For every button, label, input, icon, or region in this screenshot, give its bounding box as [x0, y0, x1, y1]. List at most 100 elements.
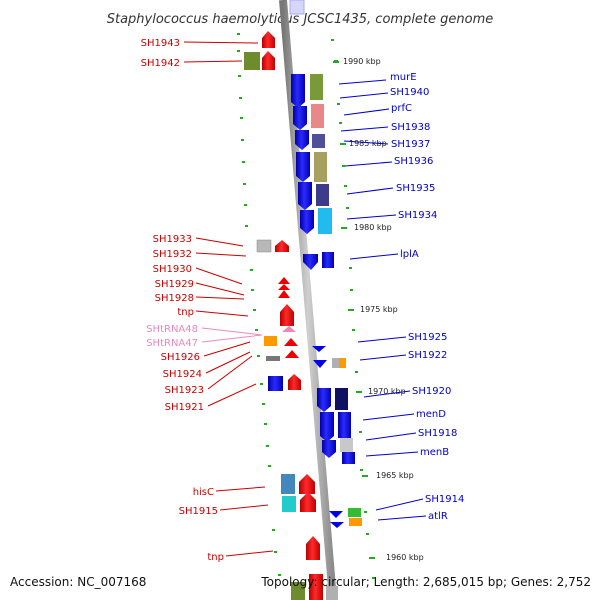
gene-feature-sh1926 — [264, 336, 277, 346]
gene-label: SH1943 — [141, 38, 180, 49]
gene-feature-sh1924-b — [285, 350, 299, 358]
gene-label: SH1923 — [165, 385, 204, 396]
tick-marks — [237, 33, 375, 579]
gene-feature-tnp-lower — [306, 536, 320, 560]
gene-feature-atlR — [349, 518, 362, 526]
gene-feature-sh1940 — [293, 106, 307, 130]
gene-feature-atlR-green — [348, 508, 361, 517]
gene-feature-sh1924-a — [284, 338, 298, 346]
gene-feature-menD-alt — [338, 412, 351, 438]
gene-feature-sh1937 — [312, 134, 325, 148]
gene-feature-tnp — [280, 304, 294, 326]
gene-label: SH1934 — [398, 210, 437, 221]
gene-feature-sh1914 — [329, 511, 343, 518]
gene-feature-trna — [282, 326, 296, 332]
gene-label: menD — [416, 409, 446, 420]
gene-feature-sh1930 — [278, 277, 290, 284]
gene-label: SH1932 — [153, 249, 192, 260]
gene-label: tnp — [207, 552, 224, 563]
gene-label: SH1918 — [418, 428, 457, 439]
gene-feature-sh1932 — [275, 240, 289, 252]
left-gene-labels: SH1943 SH1942 SH1933 SH1932 SH1930 SH192… — [141, 38, 224, 563]
gene-features — [244, 0, 362, 600]
gene-feature-sh1922-orange — [339, 358, 346, 368]
gene-label: lplA — [400, 249, 419, 260]
gene-feature-sh1934 — [300, 210, 314, 234]
gene-feature-sh1935 — [298, 182, 312, 210]
gene-label: tnp — [177, 307, 194, 318]
gene-label: SH1928 — [155, 293, 194, 304]
gene-feature-faded — [289, 0, 305, 15]
gene-label: SH1942 — [141, 58, 180, 69]
gene-feature-sh1921 — [268, 376, 283, 391]
kbp-label: 1975 kbp — [360, 305, 398, 314]
gene-label: SH1935 — [396, 183, 435, 194]
gene-feature-bottom-red — [309, 574, 323, 600]
gene-feature-sh1928 — [278, 290, 290, 298]
gene-feature-sh1936-alt — [314, 152, 327, 182]
gene-label: SH1925 — [408, 332, 447, 343]
gene-feature-sh1935-alt — [316, 184, 329, 206]
gene-label: SH1926 — [161, 352, 200, 363]
gene-label: SH1921 — [165, 402, 204, 413]
gene-label: SH1914 — [425, 494, 464, 505]
gene-label: SH1920 — [412, 386, 451, 397]
gene-feature-lplA — [303, 254, 318, 270]
gene-feature-menD — [320, 412, 334, 442]
kbp-label: 1990 kbp — [343, 57, 381, 66]
gene-feature-sh1933 — [256, 239, 272, 253]
gene-feature-sh1922-grey — [332, 358, 339, 368]
gene-label: SH1936 — [394, 156, 433, 167]
gene-label: SHtRNA48 — [146, 324, 198, 335]
gene-feature-lplA-alt — [322, 252, 334, 268]
gene-feature-sh1920 — [317, 388, 331, 412]
kbp-label: 1980 kbp — [354, 223, 392, 232]
gene-feature-sh1921-cds — [288, 374, 301, 390]
gene-feature-sh1915-cds — [300, 492, 316, 512]
topology-text: Topology: circular; Length: 2,685,015 bp… — [260, 575, 591, 589]
gene-label: SH1915 — [179, 506, 218, 517]
gene-label: prfC — [391, 103, 412, 114]
gene-feature-hisC — [281, 474, 295, 494]
gene-feature-murE — [291, 74, 305, 96]
gene-feature-sh1938 — [295, 130, 309, 150]
accession-text: Accession: NC_007168 — [10, 575, 146, 589]
kbp-label: 1960 kbp — [386, 553, 424, 562]
gene-label: SH1922 — [408, 350, 447, 361]
leader-lines — [183, 41, 427, 557]
gene-feature-bottom-grey — [326, 586, 338, 600]
gene-feature-sh1942 — [244, 52, 260, 70]
gene-feature-sh1918-alt — [340, 438, 353, 452]
gene-feature-hisC-cds — [299, 474, 315, 494]
gene-feature-sh1942-cds — [262, 51, 275, 70]
gene-feature-sh1936 — [296, 152, 310, 182]
gene-feature-menB — [342, 452, 355, 464]
gene-feature-murE-tip — [291, 96, 305, 108]
kbp-label: 1985 kbp — [349, 139, 387, 148]
gene-label: atlR — [428, 511, 448, 522]
gene-label: SH1937 — [391, 139, 430, 150]
gene-label: murE — [390, 72, 417, 83]
kbp-scale: 1990 kbp 1985 kbp 1980 kbp 1975 kbp 1970… — [333, 57, 424, 562]
gene-label: SH1930 — [153, 264, 192, 275]
gene-label: SHtRNA47 — [146, 338, 198, 349]
gene-feature-sh1929 — [278, 284, 290, 290]
gene-label: SH1933 — [153, 234, 192, 245]
gene-label: hisC — [193, 487, 214, 498]
gene-feature-sh1922 — [313, 360, 327, 368]
gene-feature-sh1925 — [312, 346, 326, 352]
gene-feature-prfC — [311, 104, 324, 128]
map-title: Staphylococcus haemolyticus JCSC1435, co… — [107, 12, 494, 27]
gene-feature-sh1918 — [322, 440, 336, 458]
kbp-label: 1965 kbp — [376, 471, 414, 480]
gene-feature-murE-alt — [310, 74, 323, 100]
gene-label: menB — [420, 447, 449, 458]
gene-label: SH1940 — [390, 87, 429, 98]
kbp-label: 1970 kbp — [368, 387, 406, 396]
gene-feature-sh1914-b — [330, 522, 344, 528]
gene-feature-sh1934-alt — [318, 208, 332, 234]
gene-feature-sh1915 — [282, 496, 296, 512]
gene-feature-sh1923 — [266, 356, 280, 361]
gene-label: SH1938 — [391, 122, 430, 133]
